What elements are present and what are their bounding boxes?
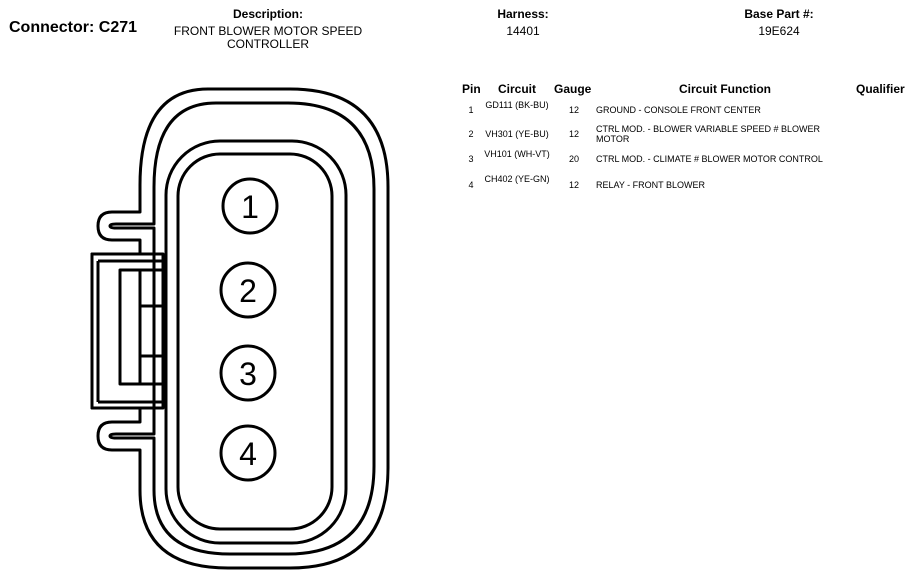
row-gauge: 12 [568, 129, 579, 139]
row-function: CTRL MOD. - CLIMATE # BLOWER MOTOR CONTR… [596, 154, 823, 164]
table-row: 2 VH301 (YE-BU) 12 CTRL MOD. - BLOWER VA… [452, 124, 912, 150]
harness-label: Harness: [497, 7, 549, 21]
base-part-value: 19E624 [758, 24, 800, 38]
cavity-wall-outer [164, 139, 348, 545]
description-label: Description: [232, 7, 303, 21]
row-circuit: VH301 (YE-BU) [485, 129, 549, 139]
pin-1-label: 1 [241, 189, 259, 225]
base-part-label: Base Part #: [744, 7, 814, 21]
harness-value: 14401 [506, 24, 540, 38]
description-value: FRONT BLOWER MOTOR SPEED CONTROLLER [173, 24, 363, 51]
pin-3-circle [219, 344, 277, 402]
pin-2-circle [219, 261, 277, 319]
column-header-qualifier: Qualifier [856, 82, 905, 96]
row-pin: 1 [468, 105, 474, 115]
row-pin: 4 [468, 180, 474, 190]
row-function: CTRL MOD. - BLOWER VARIABLE SPEED # BLOW… [596, 124, 821, 144]
column-header-pin: Pin [462, 82, 481, 96]
pin-4-circle [219, 424, 277, 482]
row-function: GROUND - CONSOLE FRONT CENTER [596, 105, 761, 115]
row-circuit: VH101 (WH-VT) [484, 149, 550, 159]
cavity-wall-inner [176, 152, 334, 531]
row-circuit: CH402 (YE-GN) [484, 174, 550, 184]
table-row: 3 VH101 (WH-VT) 20 CTRL MOD. - CLIMATE #… [452, 149, 912, 175]
column-header-circuit: Circuit [498, 82, 537, 96]
pin-4-label: 4 [239, 436, 257, 472]
row-pin: 3 [468, 154, 474, 164]
row-function: RELAY - FRONT BLOWER [596, 180, 706, 190]
row-gauge: 12 [568, 180, 579, 190]
row-gauge: 20 [568, 154, 579, 164]
table-row: 1 GD111 (BK-BU) 12 GROUND - CONSOLE FRON… [452, 100, 912, 126]
row-gauge: 12 [568, 105, 579, 115]
housing-inner-outline [108, 101, 376, 556]
row-pin: 2 [468, 129, 474, 139]
row-circuit: GD111 (BK-BU) [485, 100, 549, 110]
column-header-gauge: Gauge [554, 82, 592, 96]
housing-outer-outline [90, 87, 390, 570]
connector-title: Connector: C271 [9, 19, 138, 36]
connector-face-diagram: 1 2 3 4 [90, 87, 390, 570]
column-header-circuit-function: Circuit Function [679, 82, 771, 96]
pin-3-label: 3 [239, 356, 257, 392]
pin-2-label: 2 [239, 273, 257, 309]
pin-1-circle [221, 177, 279, 235]
table-row: 4 CH402 (YE-GN) 12 RELAY - FRONT BLOWER [452, 174, 912, 200]
